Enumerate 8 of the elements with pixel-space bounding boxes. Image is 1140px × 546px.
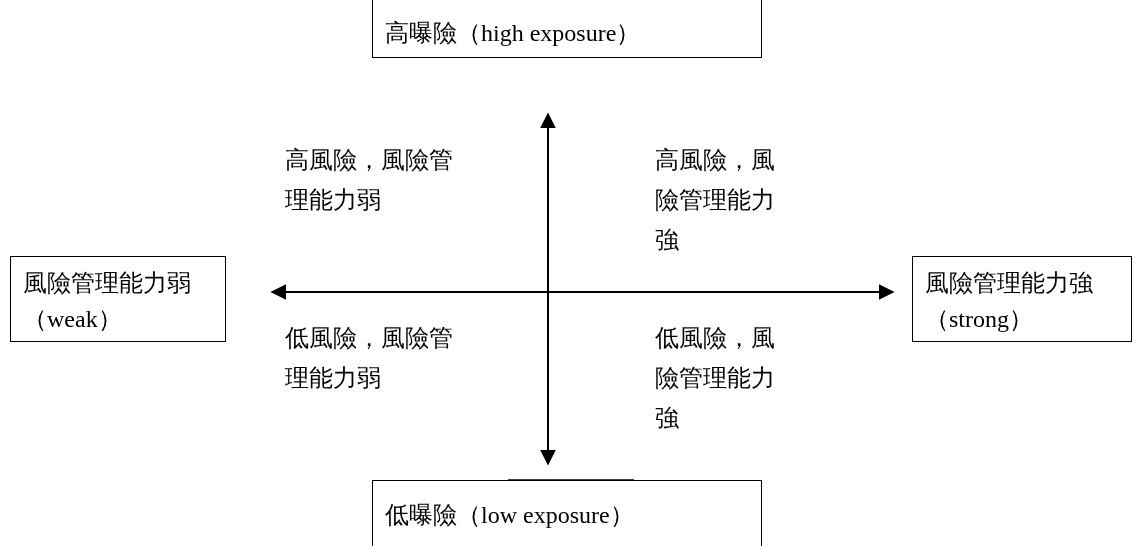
category-box: 風險管理能力強（strong） [912, 256, 1132, 342]
category-box: 高曝險（high exposure） [372, 0, 762, 58]
quadrant-label: 高風險，風險管理能力弱 [285, 146, 454, 215]
quadrant-label: 高風險，風險管理能力強 [655, 146, 776, 255]
quadrant-label: 低風險，風險管理能力弱 [285, 324, 454, 393]
category-box: 低曝險（low exposure） [372, 480, 762, 546]
category-box: 風險管理能力弱（weak） [10, 256, 226, 342]
quadrant-label: 低風險，風險管理能力強 [655, 324, 776, 433]
